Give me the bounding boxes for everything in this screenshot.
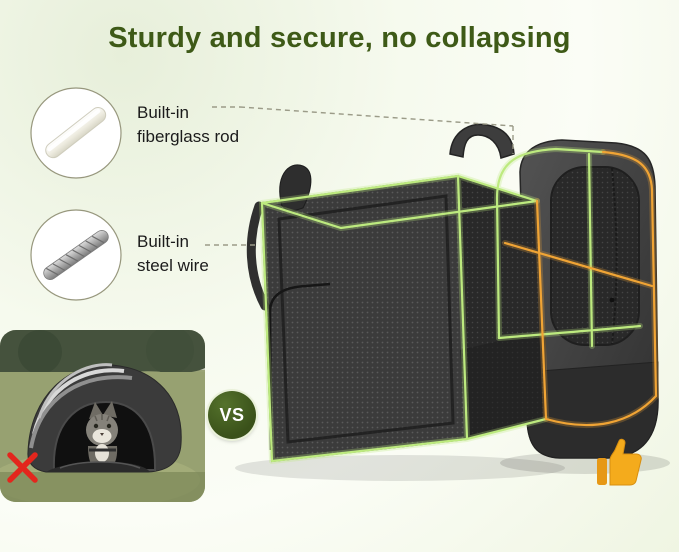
backpack-rear-part [519, 139, 659, 459]
callout-steel-line2: steel wire [137, 256, 209, 275]
frame-highlight-orange [502, 149, 659, 429]
vs-badge: VS [208, 391, 256, 439]
leader-lines [205, 106, 514, 246]
fiberglass-rod-icon [45, 107, 107, 159]
steel-wire-inset [30, 209, 122, 301]
callout-fiberglass-line1: Built-in [137, 103, 189, 122]
fiberglass-rod-inset [30, 87, 122, 179]
callout-fiberglass-line2: fiberglass rod [137, 127, 240, 146]
cat-in-carrier [86, 401, 118, 470]
steel-wire-icon [43, 230, 109, 280]
expanded-front-part [246, 164, 547, 463]
callout-steel-line1: Built-in [137, 232, 189, 251]
callout-fiberglass-rod: Built-in fiberglass rod [137, 101, 239, 149]
collapsed-carrier-photo [0, 330, 205, 502]
red-x-icon [7, 452, 38, 483]
frame-highlight-green [259, 145, 643, 464]
headline: Sturdy and secure, no collapsing [108, 22, 571, 54]
carry-handle [449, 123, 515, 159]
thumbs-up-icon [597, 438, 642, 486]
carrier-illustration [246, 123, 659, 464]
callout-steel-wire: Built-in steel wire [137, 230, 209, 278]
